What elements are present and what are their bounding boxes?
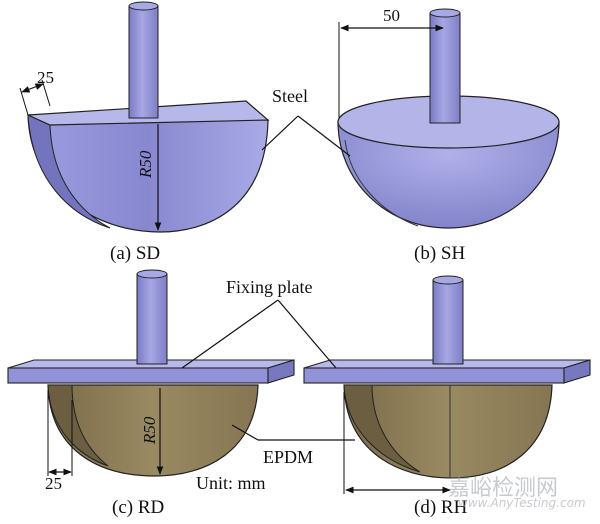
rd-plate-front bbox=[7, 367, 269, 384]
rd-width-dim-label: 25 bbox=[45, 474, 62, 493]
sd-width-ext1 bbox=[19, 87, 29, 116]
rh-epdm-left-face bbox=[343, 384, 421, 473]
sd-width-dim-label: 25 bbox=[37, 68, 54, 87]
sd-shaft bbox=[128, 5, 159, 119]
caption-b: (b) SH bbox=[414, 243, 466, 264]
rd-shaft-top bbox=[136, 269, 168, 279]
steel-label: Steel bbox=[272, 86, 308, 106]
rd-shaft bbox=[136, 273, 168, 365]
sd-side-face bbox=[27, 114, 111, 229]
sh-meridian bbox=[344, 139, 419, 227]
sh-shaft-top bbox=[429, 8, 461, 18]
epdm-label: EPDM bbox=[263, 447, 314, 467]
rh-shaft-top bbox=[432, 275, 464, 285]
panel-b-sh bbox=[337, 8, 560, 229]
rd-epdm-half-disc bbox=[47, 384, 259, 477]
watermark-en: www.AnyTesting.com bbox=[458, 496, 586, 510]
rh-plate-front bbox=[303, 367, 565, 384]
sh-shaft bbox=[429, 12, 461, 124]
rd-radius-label: R50 bbox=[140, 416, 159, 444]
sh-hemisphere bbox=[337, 121, 560, 229]
watermark-cn: 嘉峪检测网 bbox=[448, 476, 559, 501]
rd-epdm-side bbox=[47, 384, 109, 467]
caption-d: (d) RH bbox=[414, 497, 468, 518]
steel-leaders bbox=[261, 115, 351, 157]
panel-c-rd bbox=[7, 269, 295, 477]
sh-dim-label: 50 bbox=[383, 6, 400, 25]
rd-plate-side bbox=[267, 359, 295, 384]
sd-shaft-top bbox=[128, 1, 159, 11]
caption-c: (c) RD bbox=[112, 497, 165, 518]
panel-d-rh bbox=[303, 275, 591, 494]
sd-width-dim bbox=[21, 83, 44, 93]
caption-a: (a) SD bbox=[110, 243, 161, 264]
unit-label: Unit: mm bbox=[196, 473, 266, 493]
sd-radius-label: R50 bbox=[136, 150, 155, 178]
fixing-plate-label: Fixing plate bbox=[226, 277, 313, 297]
rh-plate-side bbox=[563, 359, 591, 384]
epdm-leaders bbox=[231, 424, 355, 441]
fixing-plate-leaders bbox=[181, 299, 337, 369]
rh-shaft bbox=[432, 279, 464, 365]
panel-a-sd bbox=[19, 1, 270, 233]
